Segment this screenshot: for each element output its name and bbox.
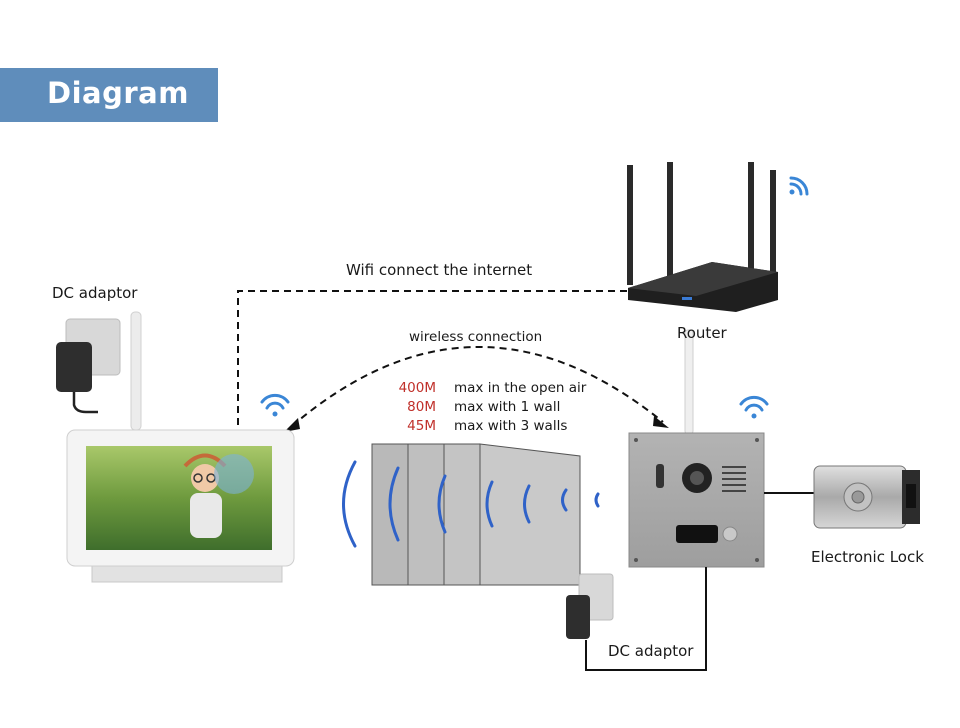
wireless-connection-arc: [291, 346, 664, 427]
page-title: Diagram: [47, 76, 189, 110]
range-condition: max with 1 wall: [454, 399, 561, 415]
range-condition: max in the open air: [454, 380, 587, 396]
monitor-icon: [66, 311, 295, 583]
range-condition: max with 3 walls: [454, 418, 568, 434]
dc-adaptor-label-bottom: DC adaptor: [608, 642, 694, 660]
range-distance: 80M: [407, 399, 436, 415]
wireless-connection-label: wireless connection: [409, 329, 543, 345]
router-label: Router: [677, 324, 727, 342]
power-adaptor-icon: [566, 573, 614, 639]
range-distance: 400M: [398, 380, 436, 396]
arc-arrowhead-left: [284, 418, 300, 432]
wifi-icon: [789, 176, 809, 196]
dc-adaptor-label-left: DC adaptor: [52, 284, 138, 302]
wall-icon: [371, 443, 581, 586]
internet-connection-label: Wifi connect the internet: [346, 261, 533, 279]
internet-connection-line: [237, 290, 632, 425]
electronic-lock-label: Electronic Lock: [811, 548, 924, 566]
power-wire: [585, 567, 707, 671]
arc-arrowhead-right: [653, 416, 669, 428]
range-distance: 45M: [407, 418, 436, 434]
wifi-icon: [260, 393, 290, 417]
wifi-icon: [739, 395, 769, 419]
power-adaptor-icon: [56, 318, 121, 414]
title-banner: [0, 68, 218, 122]
router-icon: [627, 162, 778, 312]
signal-waves: [342, 460, 600, 548]
doorbell-icon: [628, 329, 765, 568]
lock-icon: [813, 465, 920, 529]
